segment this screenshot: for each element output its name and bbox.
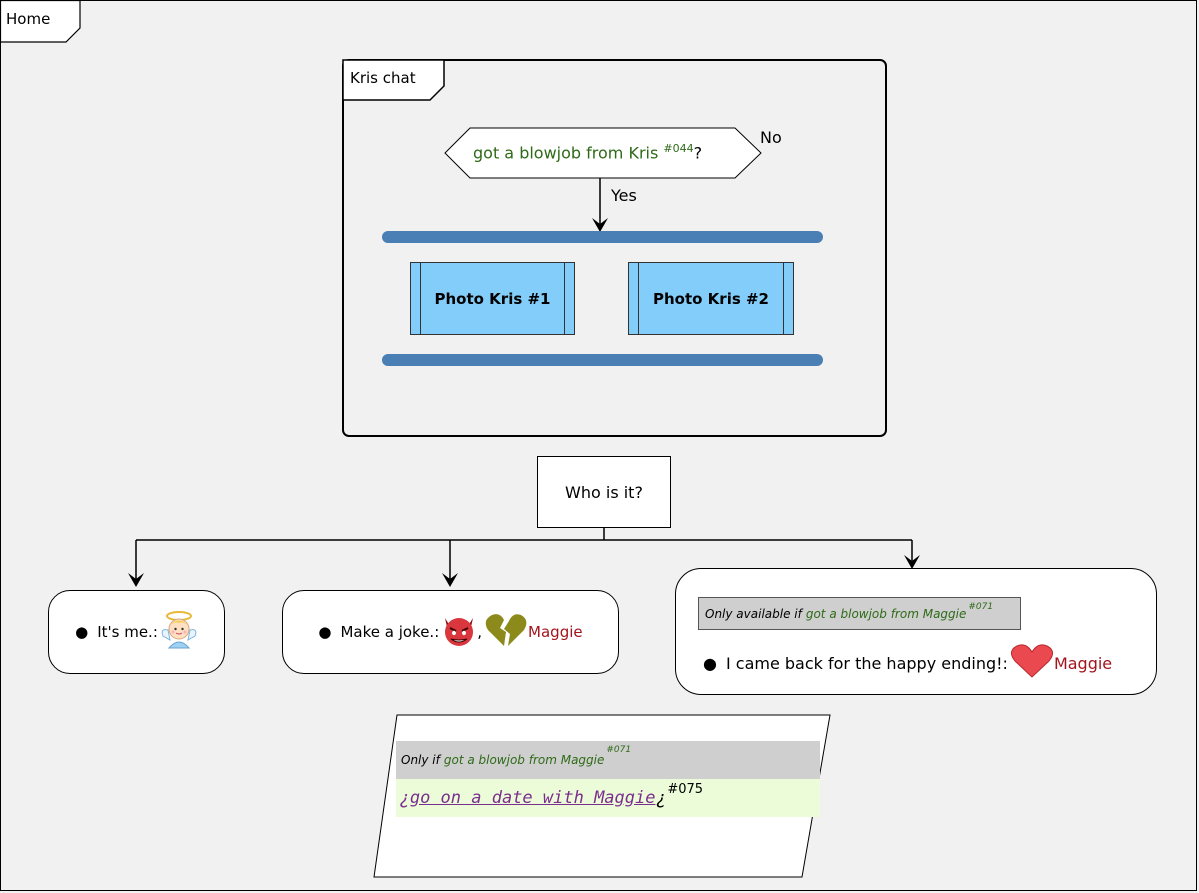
kris-chat-frame-tab [342,59,445,101]
option-make-a-joke[interactable]: ● Make a joke.: , Maggie [282,590,619,674]
outcome-action-id: #075 [667,781,704,797]
outcome-condition: got a blowjob from Maggie [443,753,605,767]
fork-bar-top [382,231,823,243]
angel-icon [160,610,198,654]
option-its-me-label: It's me.: [97,623,158,641]
option-happy-ending-character: Maggie [1053,653,1113,673]
no-branch-label: No [760,128,782,147]
availability-condition-id: #071 [968,601,994,612]
decision-label: got a blowjob from Kris #044? [473,142,702,162]
outcome-open-mark: ¿ [399,787,410,809]
option-make-a-joke-separator: , [477,623,483,641]
yes-arrow [592,178,608,232]
question-box-label: Who is it? [565,482,643,502]
bullet-icon: ● [75,623,89,641]
option-happy-ending[interactable] [675,568,1157,695]
home-frame-tab [0,0,81,43]
photo-kris-2-label: Photo Kris #2 [653,289,769,308]
outcome-action-bar: ¿ go on a date with Maggie ¿ #075 [396,779,820,817]
branch-connectors [128,527,920,587]
photo-kris-1: Photo Kris #1 [410,262,575,335]
bullet-icon: ● [703,653,717,673]
photo-kris-2: Photo Kris #2 [628,262,794,335]
option-its-me[interactable]: ● It's me.: [48,590,225,674]
option-happy-ending-row: ● I came back for the happy ending!: Mag… [703,643,1112,683]
decision-question-mark: ? [693,143,703,163]
yes-branch-label: Yes [611,186,637,205]
home-frame-label: Home [6,10,51,28]
outcome-condition-id: #071 [606,745,632,755]
availability-condition: got a blowjob from Maggie [805,606,967,621]
devil-icon [441,612,477,652]
option-happy-ending-label: I came back for the happy ending!: [725,653,1008,673]
option-make-a-joke-character: Maggie [528,623,583,641]
option-happy-ending-availability: Only available if got a blowjob from Mag… [698,597,1021,630]
availability-prefix: Only available if [705,606,802,621]
outcome-action-link[interactable]: go on a date with Maggie [409,788,656,808]
bullet-icon: ● [318,623,332,641]
outcome-condition-prefix: Only if [401,753,440,767]
photo-kris-1-label: Photo Kris #1 [434,289,551,308]
decision-condition-id: #044 [663,142,694,155]
outcome-condition-bar: Only if got a blowjob from Maggie #071 [396,741,820,779]
fork-bar-bottom [382,354,823,366]
kris-chat-frame [342,59,887,437]
heart-icon [1010,643,1054,683]
broken-heart-icon [484,612,528,652]
question-box: Who is it? [537,456,671,528]
decision-condition: got a blowjob from Kris [473,143,659,163]
decision-diamond [444,127,762,179]
option-make-a-joke-label: Make a joke.: [340,623,440,641]
outcome-close-mark: ¿ [655,787,667,809]
kris-chat-frame-label: Kris chat [350,69,416,87]
